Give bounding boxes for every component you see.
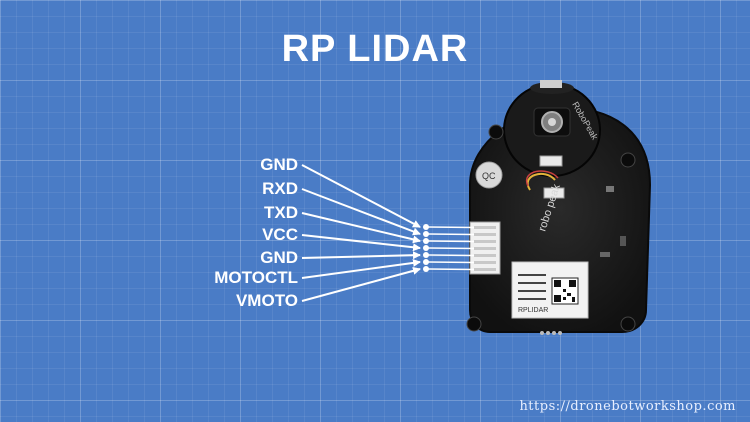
- motor-connector: [539, 155, 563, 167]
- bottom-pads: [540, 331, 562, 335]
- qr-code-icon: [551, 277, 579, 305]
- pin-wire: [427, 261, 475, 264]
- pin-dot: [423, 238, 429, 244]
- pin-dot: [423, 266, 429, 272]
- pin-arrow: [301, 251, 421, 260]
- pin-label-rxd: RXD: [262, 179, 298, 198]
- pin-wire: [427, 254, 475, 257]
- pin-wire: [427, 247, 475, 250]
- pin-label-gnd-2: GND: [260, 248, 298, 267]
- pin-label-vcc: VCC: [262, 225, 298, 244]
- pin-label-gnd: GND: [260, 155, 298, 174]
- pin-arrow: [301, 212, 421, 244]
- pin-dot: [423, 224, 429, 230]
- label-title: RPLIDAR: [518, 307, 548, 314]
- mount-hole: [620, 152, 636, 168]
- pin-dot: [423, 259, 429, 265]
- pin-arrow: [301, 266, 421, 302]
- head-sticker: [540, 80, 562, 88]
- pin-arrow: [301, 234, 421, 252]
- pin-label-vmoto: VMOTO: [235, 291, 298, 310]
- mount-hole: [488, 124, 504, 140]
- qc-text: QC: [482, 171, 496, 181]
- pin-label-motoctl: MOTOCTL: [214, 268, 298, 287]
- pin-wire: [427, 240, 475, 243]
- pin-dots: [423, 224, 429, 272]
- pin-arrow: [301, 258, 421, 279]
- pin-dot: [423, 245, 429, 251]
- page-title: RP LIDAR: [281, 28, 469, 70]
- label-text-lines: [518, 274, 546, 300]
- pin-dot: [423, 252, 429, 258]
- website-url: https://dronebotworkshop.com: [519, 399, 736, 414]
- mount-hole: [466, 316, 482, 332]
- pin-label-txd: TXD: [264, 203, 298, 222]
- pin-wire: [427, 268, 475, 271]
- pin-arrow: [301, 188, 421, 236]
- motor-wires: [526, 172, 556, 191]
- pin-dot: [423, 231, 429, 237]
- pin-wire: [427, 233, 475, 236]
- pin-wire: [427, 226, 475, 229]
- pin-header-pins: [474, 226, 496, 271]
- pin-arrows: [301, 164, 475, 302]
- qc-sticker: [475, 161, 503, 189]
- pin-arrow: [301, 164, 421, 228]
- mount-hole: [620, 316, 636, 332]
